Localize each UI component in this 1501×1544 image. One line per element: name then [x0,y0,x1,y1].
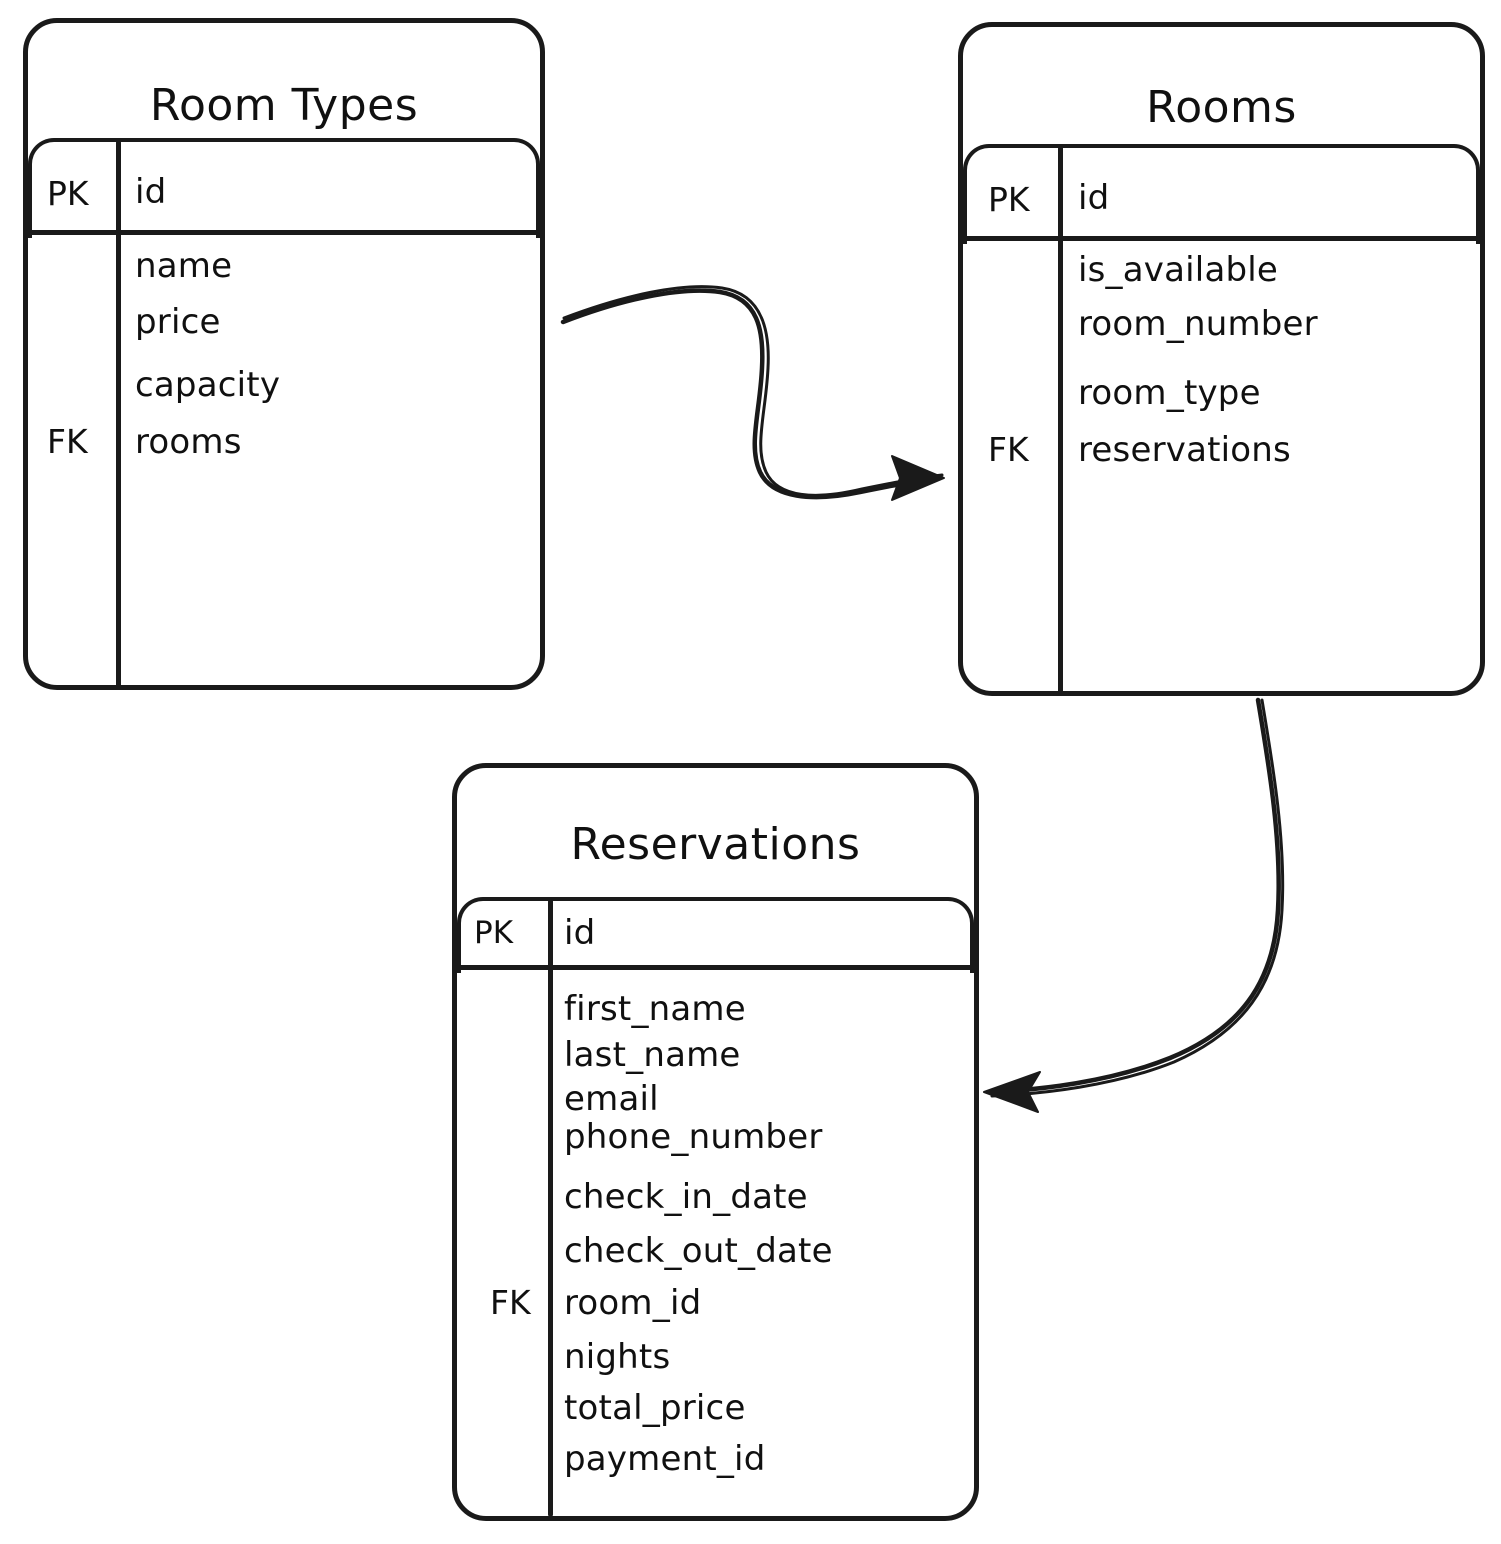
entity-rooms-header-rect [963,144,1480,244]
entity-room-types-field-price: price [135,302,221,342]
entity-room-types-field-name: name [135,246,233,286]
entity-reservations-field-last-name: last_name [564,1035,741,1075]
relationship-room-types-to-rooms [560,285,945,501]
entity-rooms-border [958,22,1485,696]
entity-room-types-field-capacity: capacity [135,365,281,405]
entity-room-types-header-rect [28,138,540,238]
entity-rooms-pk-label: PK [988,180,1030,219]
entity-reservations[interactable]: Reservations PK id FK first_name last_na… [452,763,979,1521]
entity-reservations-field-total-price: total_price [564,1388,746,1428]
entity-reservations-pk-label: PK [474,915,514,951]
entity-room-types-title: Room Types [149,80,419,131]
entity-reservations-border [452,763,979,1521]
entity-rooms-pk-field: id [1078,178,1110,218]
entity-rooms-header-divider [960,236,1483,241]
entity-reservations-title: Reservations [570,819,861,870]
entity-reservations-field-first-name: first_name [564,989,746,1029]
entity-rooms-field-room-number: room_number [1078,304,1318,344]
entity-room-types-pk-field: id [135,172,167,212]
entity-reservations-header-divider [454,965,977,970]
entity-rooms[interactable]: Rooms PK id FK is_available room_number … [958,22,1485,696]
entity-room-types-pk-label: PK [47,174,89,213]
entity-reservations-column-divider [548,899,553,1517]
entity-rooms-title: Rooms [1146,82,1297,133]
entity-rooms-fk-label: FK [988,430,1029,469]
entity-reservations-header-rect [457,897,974,973]
entity-reservations-field-nights: nights [564,1337,671,1377]
entity-rooms-field-room-type: room_type [1078,373,1261,413]
entity-room-types-header-divider [25,230,543,235]
entity-reservations-field-payment-id: payment_id [564,1439,766,1479]
arrow-head-rooms [891,455,945,501]
entity-reservations-field-check-out-date: check_out_date [564,1231,833,1271]
relationship-rooms-to-reservations [983,697,1285,1113]
entity-rooms-field-is-available: is_available [1078,250,1279,290]
entity-room-types-field-rooms: rooms [135,422,242,462]
entity-rooms-field-reservations: reservations [1078,430,1291,470]
entity-reservations-field-email: email [564,1079,659,1119]
entity-reservations-fk-label: FK [490,1283,531,1322]
entity-room-types[interactable]: Room Types PK id FK name price capacity … [23,18,545,690]
entity-reservations-field-phone-number: phone_number [564,1117,823,1157]
entity-room-types-fk-label: FK [47,422,88,461]
entity-rooms-column-divider [1058,146,1063,696]
arrow-head-reservations [983,1071,1041,1113]
entity-reservations-pk-field: id [564,913,596,953]
entity-room-types-border [23,18,545,690]
entity-reservations-field-room-id: room_id [564,1283,702,1323]
entity-room-types-column-divider [116,140,121,688]
entity-reservations-field-check-in-date: check_in_date [564,1177,808,1217]
